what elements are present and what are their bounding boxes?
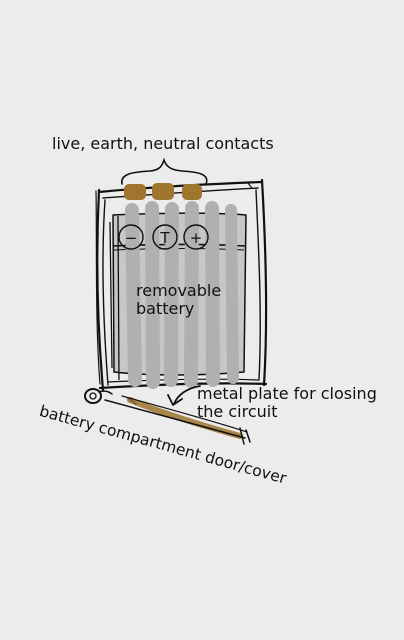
contact-pad-live <box>124 184 146 200</box>
door-hinge <box>84 388 113 404</box>
contacts-brace <box>121 157 208 185</box>
terminal-negative-symbol: − <box>125 229 138 247</box>
terminal-symbols: − T + <box>125 229 203 247</box>
battery-label-line2: battery <box>136 299 195 319</box>
terminal-earth-symbol: T <box>159 229 170 247</box>
plate-label: metal plate for closing the circuit <box>197 384 377 422</box>
contacts-label-text: live, earth, neutral contacts <box>52 134 274 153</box>
plate-label-line1: metal plate for closing <box>197 384 377 403</box>
terminal-positive-symbol: + <box>190 229 203 247</box>
compartment-frame <box>95 178 268 392</box>
plate-label-line2: the circuit <box>197 402 278 422</box>
contact-pads <box>124 183 202 200</box>
contact-pad-earth <box>152 183 174 200</box>
contact-pad-neutral <box>182 184 202 200</box>
terminal-positive <box>183 224 209 250</box>
battery-terminals <box>118 224 209 250</box>
metal-plate-end <box>127 397 137 405</box>
contacts-label: live, earth, neutral contacts <box>52 134 274 153</box>
compartment-door <box>104 395 251 445</box>
plate-arrow <box>167 385 201 406</box>
terminal-earth <box>152 224 178 250</box>
battery-label: removable battery <box>136 281 222 319</box>
terminal-negative <box>118 224 144 250</box>
battery: − T + <box>109 201 247 389</box>
battery-shading <box>125 201 239 389</box>
battery-label-line1: removable <box>136 281 222 300</box>
